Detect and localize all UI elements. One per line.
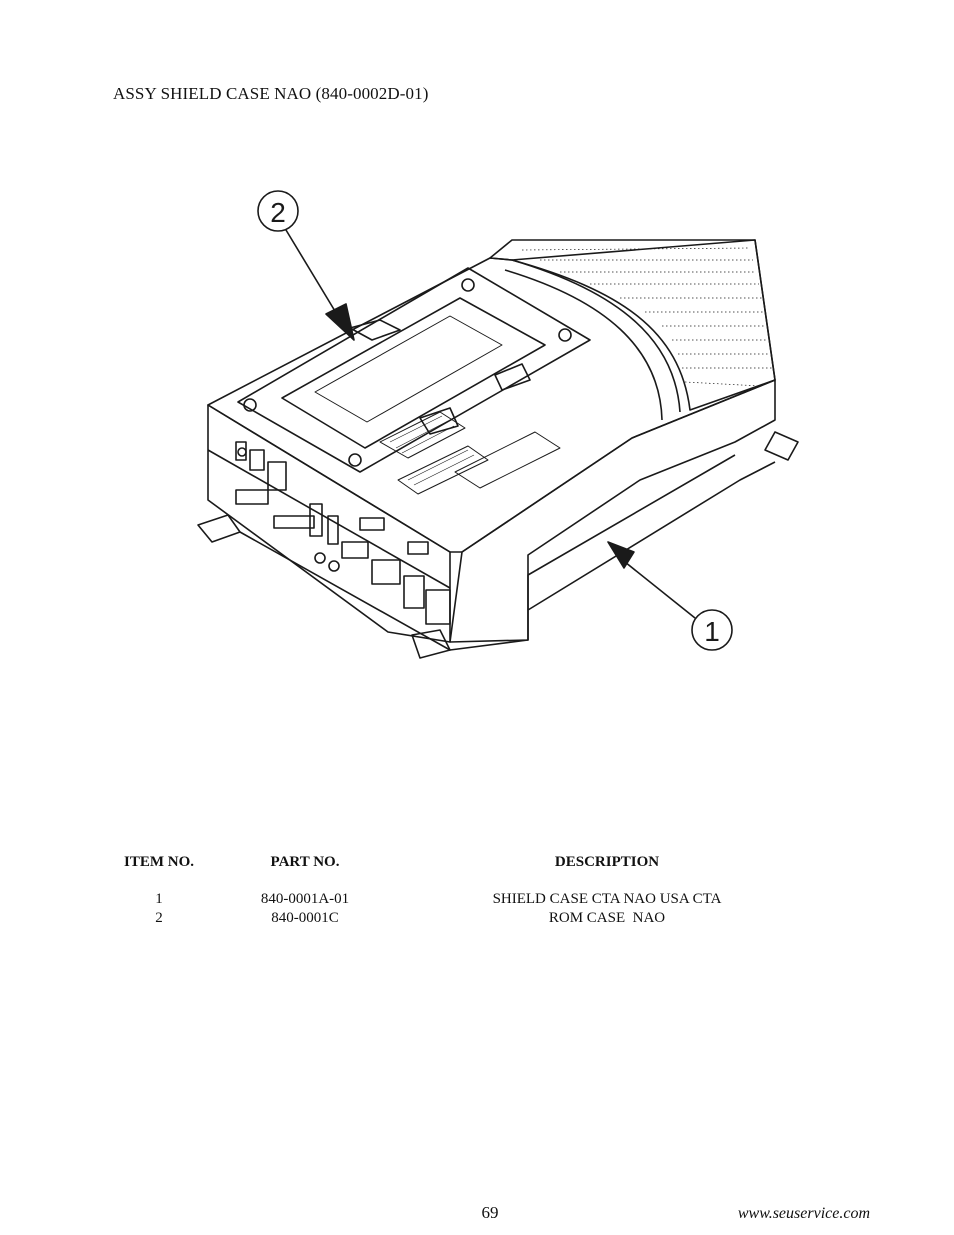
connector-jack (328, 560, 340, 572)
header-description: DESCRIPTION (554, 854, 660, 870)
case-curve (511, 259, 681, 413)
mounting-foot (764, 431, 799, 461)
connector (407, 541, 429, 555)
connector (267, 461, 287, 491)
callout-2: 2 (257, 190, 355, 341)
connector (359, 517, 385, 531)
page-title: ASSY SHIELD CASE NAO (840-0002D-01) (113, 84, 429, 103)
label-hatch (389, 415, 475, 486)
connector (273, 515, 315, 529)
screw-hole (348, 453, 362, 467)
row-1-item: 1 (155, 891, 163, 907)
header-item-no: ITEM NO. (123, 854, 194, 870)
screw-hole (558, 328, 572, 342)
connector (235, 489, 269, 505)
mounting-foot (411, 629, 451, 659)
header-part-no: PART NO. (270, 854, 340, 870)
row-2-description: ROM CASE NAO (548, 910, 666, 926)
case-front-face (449, 379, 776, 643)
page-number: 69 (481, 1203, 499, 1222)
label-block (379, 411, 466, 459)
connector-jack (237, 447, 247, 457)
callout-1-label: 1 (704, 616, 720, 647)
tray-tab (349, 319, 401, 341)
screw-hole (243, 398, 257, 412)
row-2-item: 2 (155, 910, 163, 926)
row-2-part: 840-0001C (271, 910, 339, 926)
connector (425, 589, 451, 625)
callout-1: 1 (607, 541, 733, 651)
case-left-band (207, 449, 451, 589)
connector (341, 541, 369, 559)
connector (309, 503, 323, 537)
connector (371, 559, 401, 585)
row-1-part: 840-0001A-01 (260, 891, 350, 907)
label-block (397, 445, 489, 495)
rom-case-top (281, 297, 546, 449)
connector (327, 515, 339, 545)
screw-hole (461, 278, 475, 292)
callout-2-label: 2 (270, 197, 286, 228)
label-block (454, 431, 561, 489)
vent-grille (521, 247, 772, 387)
base-plate-step (527, 454, 736, 610)
tray-tab (419, 407, 459, 435)
base-plate (239, 461, 776, 651)
row-1-description: SHIELD CASE CTA NAO USA CTA (492, 891, 722, 907)
connector (403, 575, 425, 609)
connector (249, 449, 265, 471)
website-footer: www.seuservice.com (737, 1205, 870, 1222)
case-curve-inner (504, 269, 663, 421)
vent-panel (489, 239, 776, 411)
case-left-face (207, 404, 451, 643)
tray-tab (494, 363, 531, 391)
rom-tray-outline (237, 267, 591, 473)
assembly-drawing: 2 1 (197, 190, 799, 659)
rom-case-label (314, 315, 503, 423)
connector-jack (314, 552, 326, 564)
